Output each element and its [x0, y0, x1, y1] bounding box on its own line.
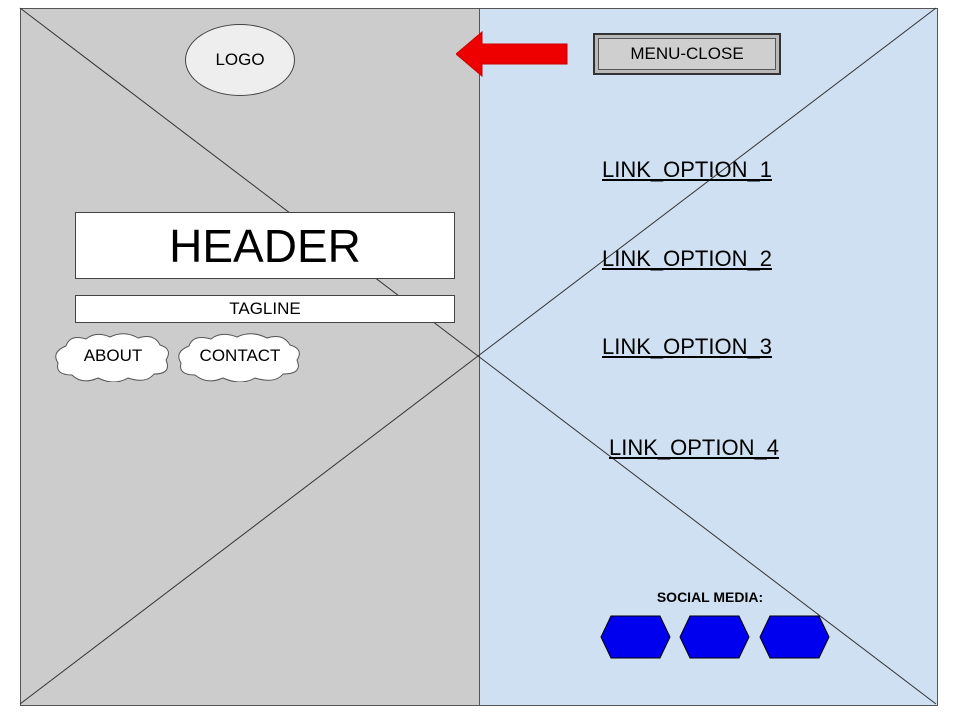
social-hexagon-icon[interactable] — [600, 615, 671, 659]
social-hexagon-icon[interactable] — [759, 615, 830, 659]
menu-close-button[interactable]: MENU-CLOSE — [593, 33, 781, 75]
menu-link-1[interactable]: LINK_OPTION_1 — [602, 157, 772, 182]
cloud-shape-icon — [178, 333, 300, 382]
contact-button[interactable]: CONTACT — [175, 330, 305, 382]
menu-link-3[interactable]: LINK_OPTION_3 — [602, 334, 772, 359]
logo[interactable]: LOGO — [185, 24, 295, 96]
about-button-label: ABOUT — [83, 346, 143, 365]
social-hexagon-icon[interactable] — [679, 615, 750, 659]
menu-link-2[interactable]: LINK_OPTION_2 — [602, 246, 772, 271]
tagline: TAGLINE — [75, 295, 455, 323]
arrow-left-icon — [456, 30, 568, 78]
social-media-label: SOCIAL MEDIA: — [656, 589, 764, 605]
menu-close-label: MENU-CLOSE — [598, 38, 776, 70]
about-button[interactable]: ABOUT — [52, 330, 174, 382]
cloud-shape-icon — [55, 333, 169, 382]
header-title: HEADER — [75, 212, 455, 279]
contact-button-label: CONTACT — [199, 346, 281, 365]
menu-link-4[interactable]: LINK_OPTION_4 — [609, 435, 779, 460]
